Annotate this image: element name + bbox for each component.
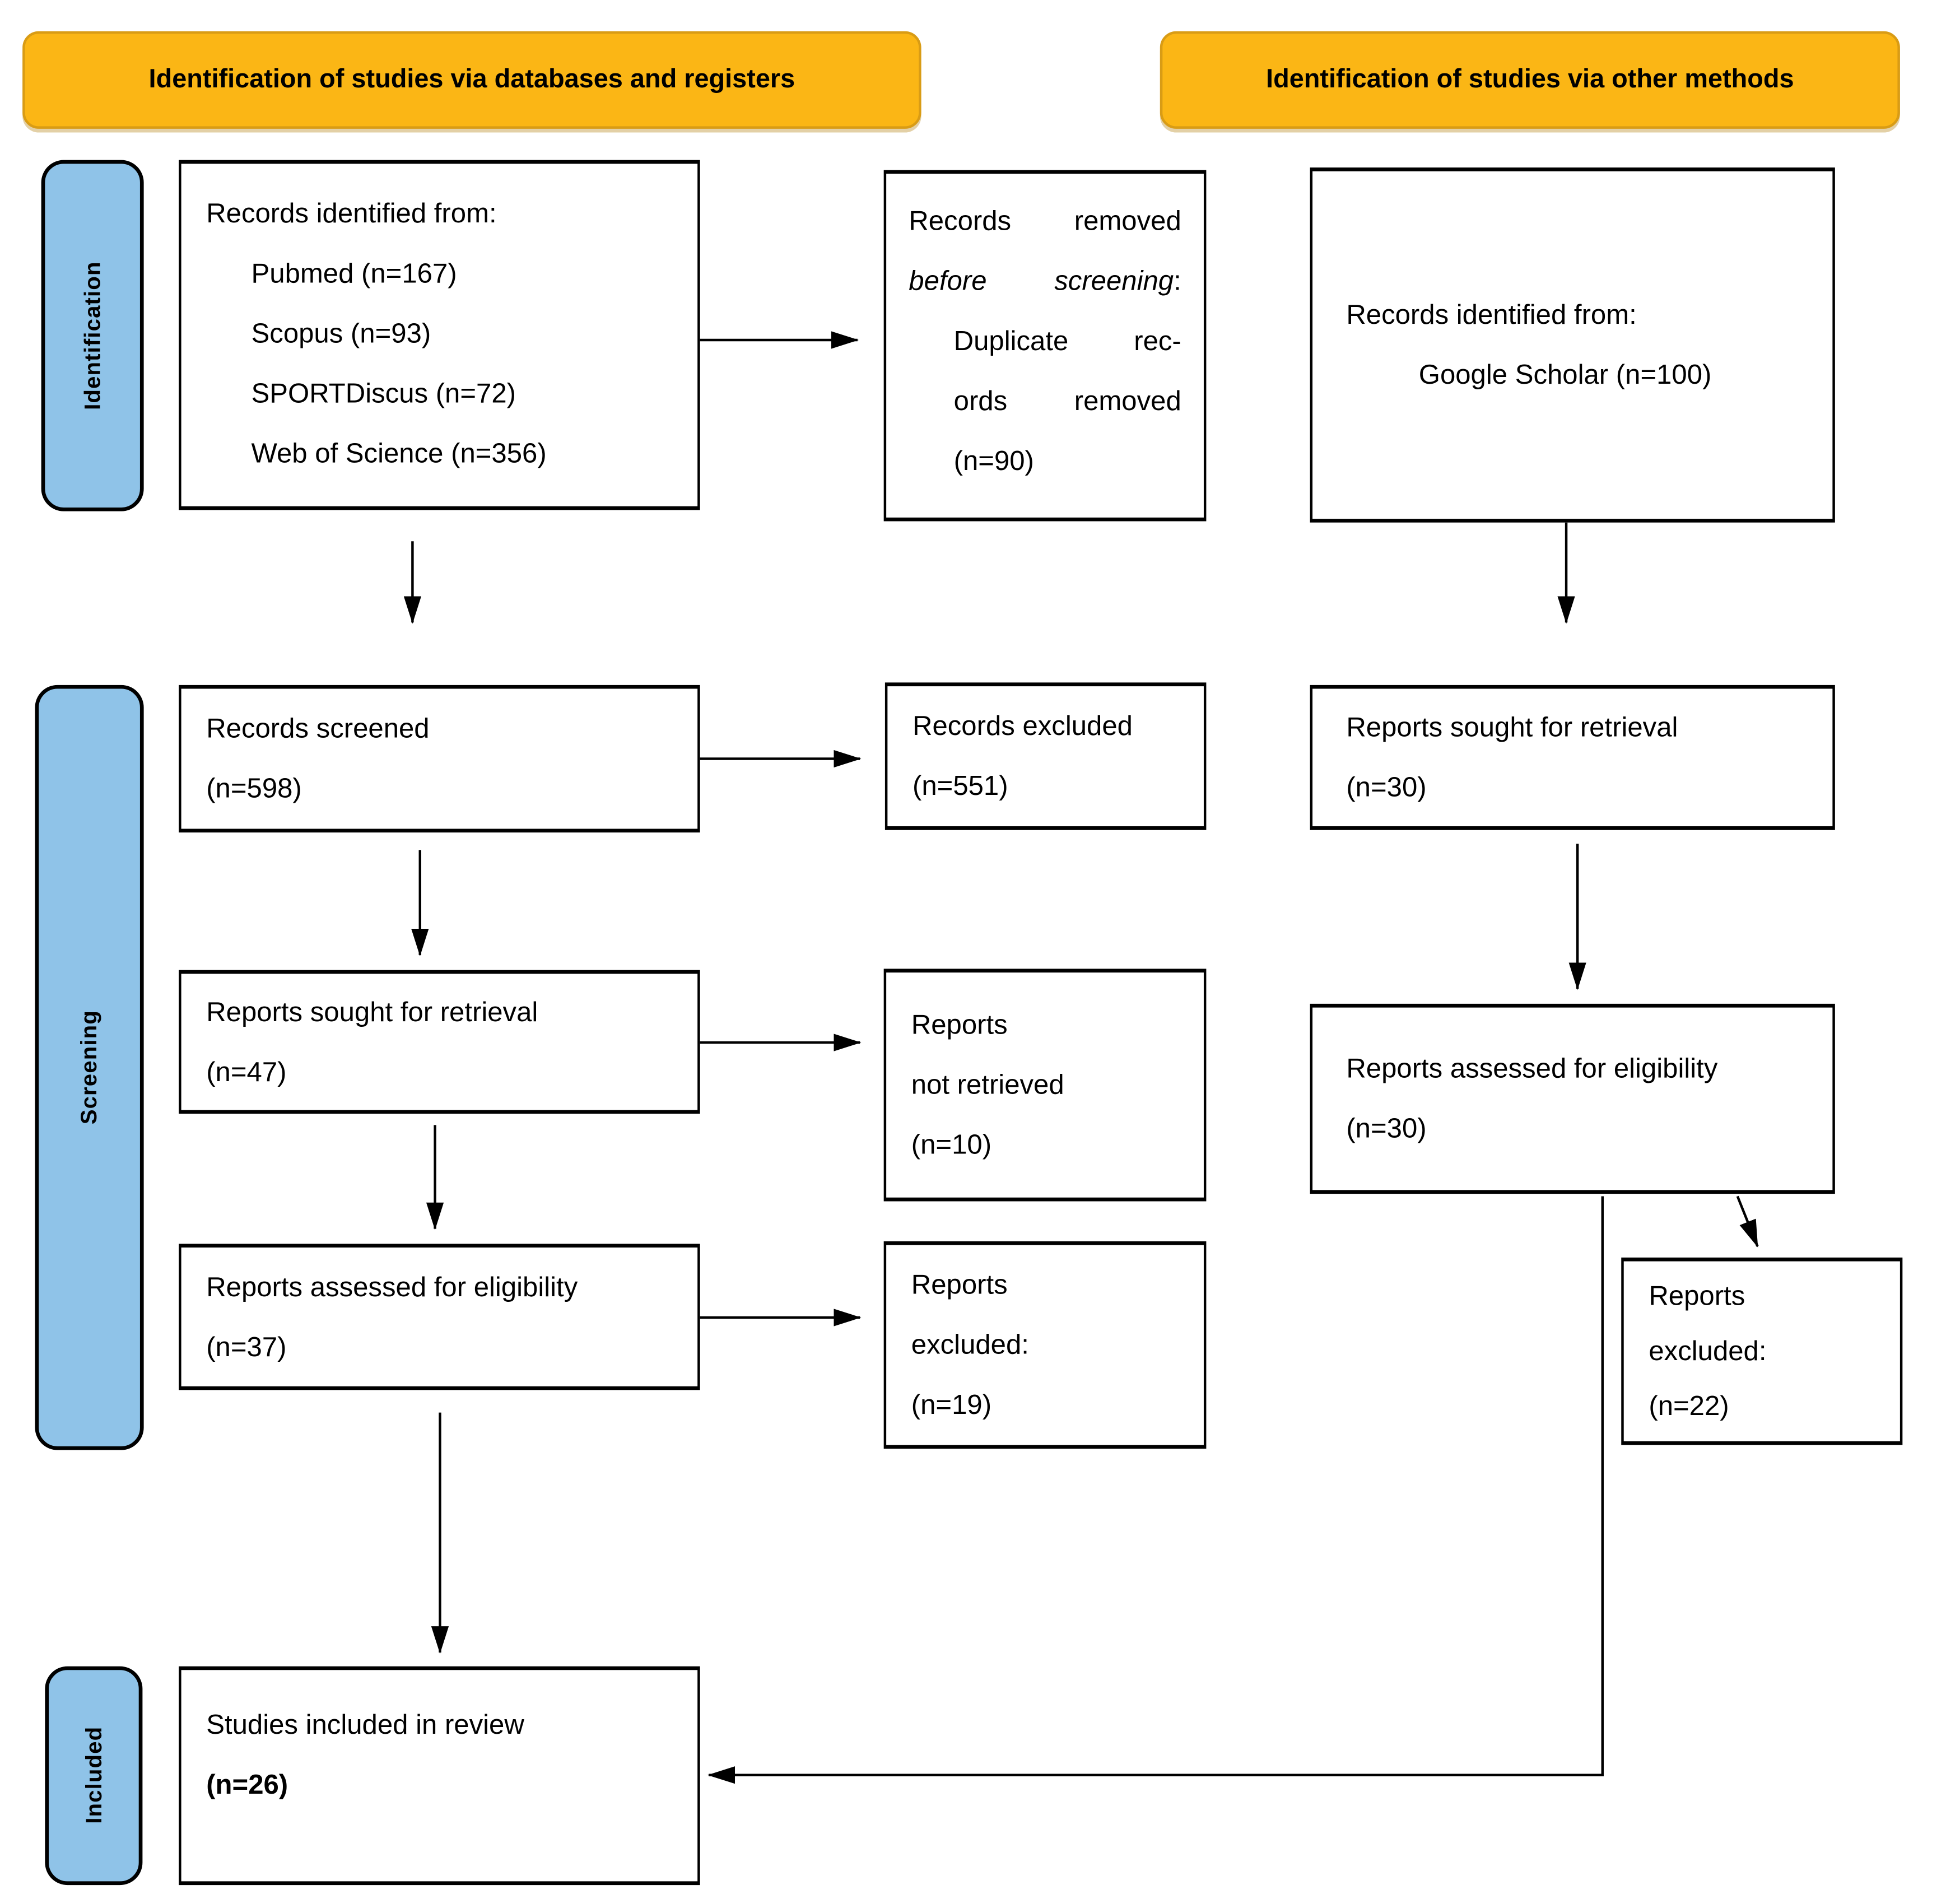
box-line: SPORTDiscus (n=72) bbox=[251, 377, 516, 409]
box-line: Google Scholar (n=100) bbox=[1418, 359, 1712, 390]
box-line: Studies included in review bbox=[206, 1709, 524, 1740]
word: Records bbox=[909, 204, 1012, 236]
stage-tab-screening: Screening bbox=[35, 685, 144, 1450]
word: before bbox=[909, 265, 987, 296]
box-line: Records removed bbox=[909, 191, 1181, 251]
box-line: not retrieved bbox=[911, 1068, 1064, 1100]
box-line: Reports bbox=[1649, 1280, 1745, 1311]
box-line: Reports sought for retrieval bbox=[1346, 711, 1678, 743]
box-reports-not-retrieved: Reports not retrieved (n=10) bbox=[883, 969, 1207, 1202]
box-line: Reports bbox=[911, 1008, 1008, 1040]
box-line: (n=26) bbox=[206, 1768, 288, 1800]
stage-tab-included: Included bbox=[45, 1666, 143, 1886]
box-line: Pubmed (n=167) bbox=[251, 257, 457, 289]
stage-label-included: Included bbox=[80, 1726, 106, 1824]
word: rec- bbox=[1134, 325, 1181, 356]
box-line: Web of Science (n=356) bbox=[251, 437, 547, 469]
header-databases-registers: Identification of studies via databases … bbox=[22, 31, 921, 129]
stage-tab-identification: Identification bbox=[41, 160, 144, 511]
box-line: (n=19) bbox=[911, 1389, 992, 1420]
box-line: Scopus (n=93) bbox=[251, 317, 431, 349]
header-databases-label: Identification of studies via databases … bbox=[148, 65, 795, 94]
box-line: (n=22) bbox=[1649, 1390, 1729, 1422]
word: screening bbox=[1054, 265, 1174, 296]
box-line: Duplicate rec- bbox=[954, 311, 1181, 371]
word: ords bbox=[953, 385, 1008, 417]
box-line: Reports sought for retrieval bbox=[206, 995, 538, 1027]
box-line: (n=47) bbox=[206, 1055, 287, 1087]
box-line: Reports assessed for eligibility bbox=[206, 1270, 578, 1302]
arrow-assessed-to-excluded-other bbox=[1736, 1195, 1759, 1248]
box-records-identified-db: Records identified from: Pubmed (n=167) … bbox=[179, 160, 700, 510]
box-line: (n=598) bbox=[206, 772, 302, 804]
header-other-methods: Identification of studies via other meth… bbox=[1160, 31, 1900, 129]
box-reports-sought-db: Reports sought for retrieval (n=47) bbox=[179, 970, 700, 1114]
box-reports-sought-other: Reports sought for retrieval (n=30) bbox=[1310, 685, 1835, 830]
box-reports-assessed-db: Reports assessed for eligibility (n=37) bbox=[179, 1244, 700, 1390]
box-line: ords removed bbox=[954, 371, 1181, 431]
box-records-excluded: Records excluded (n=551) bbox=[884, 682, 1207, 830]
word: : bbox=[1174, 265, 1181, 296]
box-line: Records excluded bbox=[912, 710, 1133, 742]
box-reports-excluded-db: Reports excluded: (n=19) bbox=[883, 1241, 1207, 1449]
box-line: before screening: bbox=[909, 252, 1181, 311]
box-line: (n=10) bbox=[911, 1129, 992, 1160]
box-reports-excluded-other: Reports excluded: (n=22) bbox=[1621, 1257, 1903, 1445]
box-line: Reports bbox=[911, 1268, 1008, 1300]
box-studies-included: Studies included in review (n=26) bbox=[179, 1666, 700, 1886]
box-line: Records screened bbox=[206, 712, 430, 744]
stage-label-screening: Screening bbox=[76, 1010, 101, 1125]
box-line: excluded: bbox=[1649, 1335, 1767, 1367]
box-reports-assessed-other: Reports assessed for eligibility (n=30) bbox=[1310, 1003, 1835, 1194]
word: removed bbox=[1074, 204, 1181, 236]
box-records-screened: Records screened (n=598) bbox=[179, 685, 700, 833]
box-line: Records identified from: bbox=[1346, 299, 1637, 331]
box-line: Records identified from: bbox=[206, 197, 497, 229]
word: removed bbox=[1074, 385, 1181, 417]
box-line: (n=90) bbox=[953, 445, 1034, 477]
box-records-identified-other: Records identified from: Google Scholar … bbox=[1310, 167, 1835, 523]
box-line: Reports assessed for eligibility bbox=[1346, 1052, 1718, 1084]
box-line: (n=30) bbox=[1346, 771, 1427, 803]
box-line: (n=551) bbox=[912, 770, 1008, 802]
header-other-methods-label: Identification of studies via other meth… bbox=[1266, 65, 1794, 94]
box-records-removed: Records removed before screening: Duplic… bbox=[883, 170, 1207, 522]
box-line: (n=37) bbox=[206, 1330, 287, 1362]
word: Duplicate bbox=[953, 325, 1069, 356]
box-line: excluded: bbox=[911, 1329, 1029, 1360]
stage-label-identification: Identification bbox=[79, 261, 105, 410]
box-line: (n=30) bbox=[1346, 1113, 1427, 1144]
